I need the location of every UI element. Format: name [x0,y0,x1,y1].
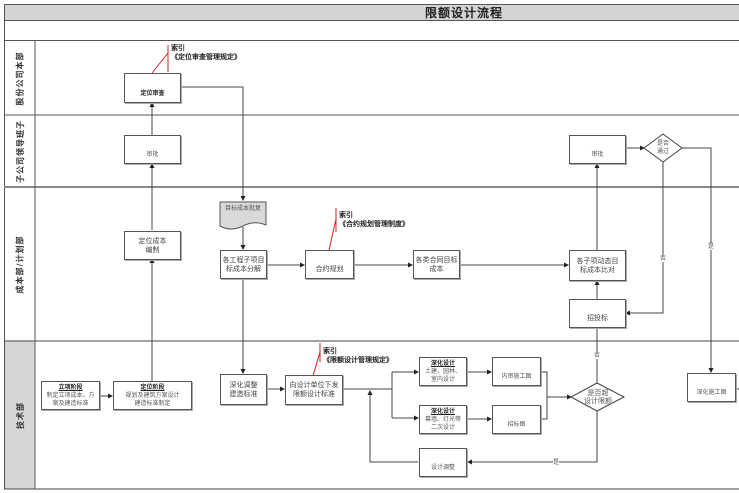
reference-lines [151,45,337,377]
exceed-l1: 是否超 [587,389,609,397]
edge-adjust-loop-back [367,390,418,463]
reference-limit-design[interactable]: 索引 《限额设计管理规定》 [323,347,393,365]
node-positioning-review-text: 定位审查 [140,90,165,97]
pass-l2: 通过 [656,148,669,155]
node-approval-sub-text: 审批 [146,151,159,158]
node-deep1-l2: 室内设计 [430,375,455,383]
node-deep2-head: 深化设计 [430,407,455,415]
node-target-cost-approval-text: 目标成本批复 [224,205,261,212]
ref-2-doc: 《合约规划管理制度》 [339,220,409,228]
edge-label-pass-yes: 是 [708,243,715,250]
node-contract-planning[interactable]: 合约规划 [305,250,354,279]
subtitle-bar [4,21,739,41]
node-contract-target[interactable]: 各类合同目标 成本 [413,250,460,279]
node-adjust-l1: 深化调整 [229,380,258,389]
node-positioning-stage-l2: 建造标准制定 [134,399,171,407]
node-bid-drawing[interactable]: 招标图 [492,405,541,434]
node-dynamic-compare-l2: 标成本比对 [580,265,615,274]
node-approval-sub[interactable]: 审批 [124,135,181,164]
ref-line-3b [312,351,321,377]
ref-1-doc: 《定位审查管理规定》 [171,53,241,61]
node-contract-target-l2: 成本 [429,264,444,273]
node-approval-right-text: 审批 [591,151,604,158]
node-positioning-review[interactable]: 定位审查 [124,73,181,103]
node-design-adjust[interactable]: 设计调整 [419,448,467,477]
title-bar: 限额设计流程 [4,4,739,21]
node-breakdown-l2: 标成本分解 [226,264,261,273]
node-internal-drawing[interactable]: 内审施工图 [492,357,541,386]
edge-label-pass-no: 否 [660,255,667,262]
exceed-decision-diamond [569,382,626,412]
node-contract-planning-text: 合约规划 [315,265,344,273]
node-design-adjust-text: 设计调整 [430,464,455,471]
node-approval-right[interactable]: 审批 [569,135,626,164]
edge-merge [540,371,548,420]
node-deep1-head: 深化设计 [430,359,455,367]
node-bidding-text: 招投标 [587,314,608,322]
node-breakdown[interactable]: 各工程子项目 标成本分解 [220,250,267,279]
ref-line-2b [328,218,337,251]
node-project-stage-l2: 案及建造标准 [52,399,89,407]
node-positioning-cost-l2: 编制 [145,245,160,254]
node-bid-drawing-text: 招标图 [507,421,526,428]
node-deep-construction[interactable]: 深化施工图 [687,373,736,402]
node-bidding[interactable]: 招投标 [569,299,626,328]
node-issue-l1: 向设计单位下发 [289,381,339,389]
exceed-l2: 设计限额 [584,397,612,405]
node-project-stage[interactable]: 立项阶段 制定立项成本，方 案及建造标准 [41,381,100,410]
node-positioning-stage[interactable]: 定位阶段 规划及建筑方案设计 建造标准制定 [113,381,192,410]
pass-decision-diamond [643,133,683,163]
diagram-title: 限额设计流程 [425,6,504,20]
ref-1-label: 索引 [171,44,185,52]
edge-label-exceed-yes: 是 [553,459,560,466]
node-adjust-standard[interactable]: 深化调整 建造标准 [220,374,267,405]
edge-pass-yes-to-construction [682,147,714,373]
ref-3-doc: 《限额设计管理规定》 [323,356,393,364]
edge-exceed-yes-to-adjust [467,411,598,465]
node-positioning-stage-head: 定位阶段 [140,383,165,391]
node-dynamic-compare[interactable]: 各子项动态目 标成本比对 [569,250,626,281]
node-adjust-l2: 建造标准 [229,389,258,398]
lane-label-tech: 技术部 [4,341,35,489]
node-issue-standard[interactable]: 向设计单位下发 限额设计标准 [285,375,343,405]
node-issue-l2: 限额设计标准 [293,390,335,398]
node-breakdown-l1: 各工程子项目 [222,255,265,264]
node-contract-target-l1: 各类合同目标 [415,255,458,264]
node-deep1-l1: 土建、园林、 [424,367,461,375]
node-deep-design-2[interactable]: 深化设计 幕墙、灯光等 二次设计 [419,405,467,434]
ref-3-label: 索引 [323,347,337,355]
ref-2-label: 索引 [339,211,353,219]
node-deep2-l2: 二次设计 [430,423,455,431]
node-positioning-cost[interactable]: 定位成本 编制 [124,231,181,260]
edge-pass-no-to-bidding [625,162,664,316]
ref-line-1b [151,52,169,74]
node-project-stage-l1: 制定立项成本，方 [46,391,95,399]
node-deep-construction-text: 深化施工图 [696,389,727,396]
exceed-decision-label: 是否超 设计限额 [578,389,618,405]
reference-positioning-review[interactable]: 索引 《定位审查管理规定》 [171,44,241,62]
lane-label-hq: 股份公司本部 [4,41,35,115]
node-deep-design-1[interactable]: 深化设计 土建、园林、 室内设计 [419,357,467,386]
lane-label-sub: 子公司领导班子 [4,115,35,187]
node-project-stage-head: 立项阶段 [58,383,83,391]
edge-label-exceed-no: 否 [594,352,601,359]
lane-label-cost: 成本部/计划部 [4,187,35,341]
node-internal-drawing-text: 内审施工图 [501,373,532,380]
target-cost-doc-shape [219,201,267,230]
pass-l1: 是否 [656,140,669,147]
reference-contract-planning[interactable]: 索引 《合约规划管理制度》 [339,211,409,229]
pass-decision-label: 是否 通过 [648,140,678,156]
node-deep2-l1: 幕墙、灯光等 [424,415,461,423]
node-dynamic-compare-l1: 各子项动态目 [576,256,619,265]
node-positioning-cost-l1: 定位成本 [138,236,167,245]
node-target-cost-approval[interactable]: 目标成本批复 [220,205,266,213]
edge-review-to-target [180,86,246,201]
node-positioning-stage-l1: 规划及建筑方案设计 [125,391,180,399]
